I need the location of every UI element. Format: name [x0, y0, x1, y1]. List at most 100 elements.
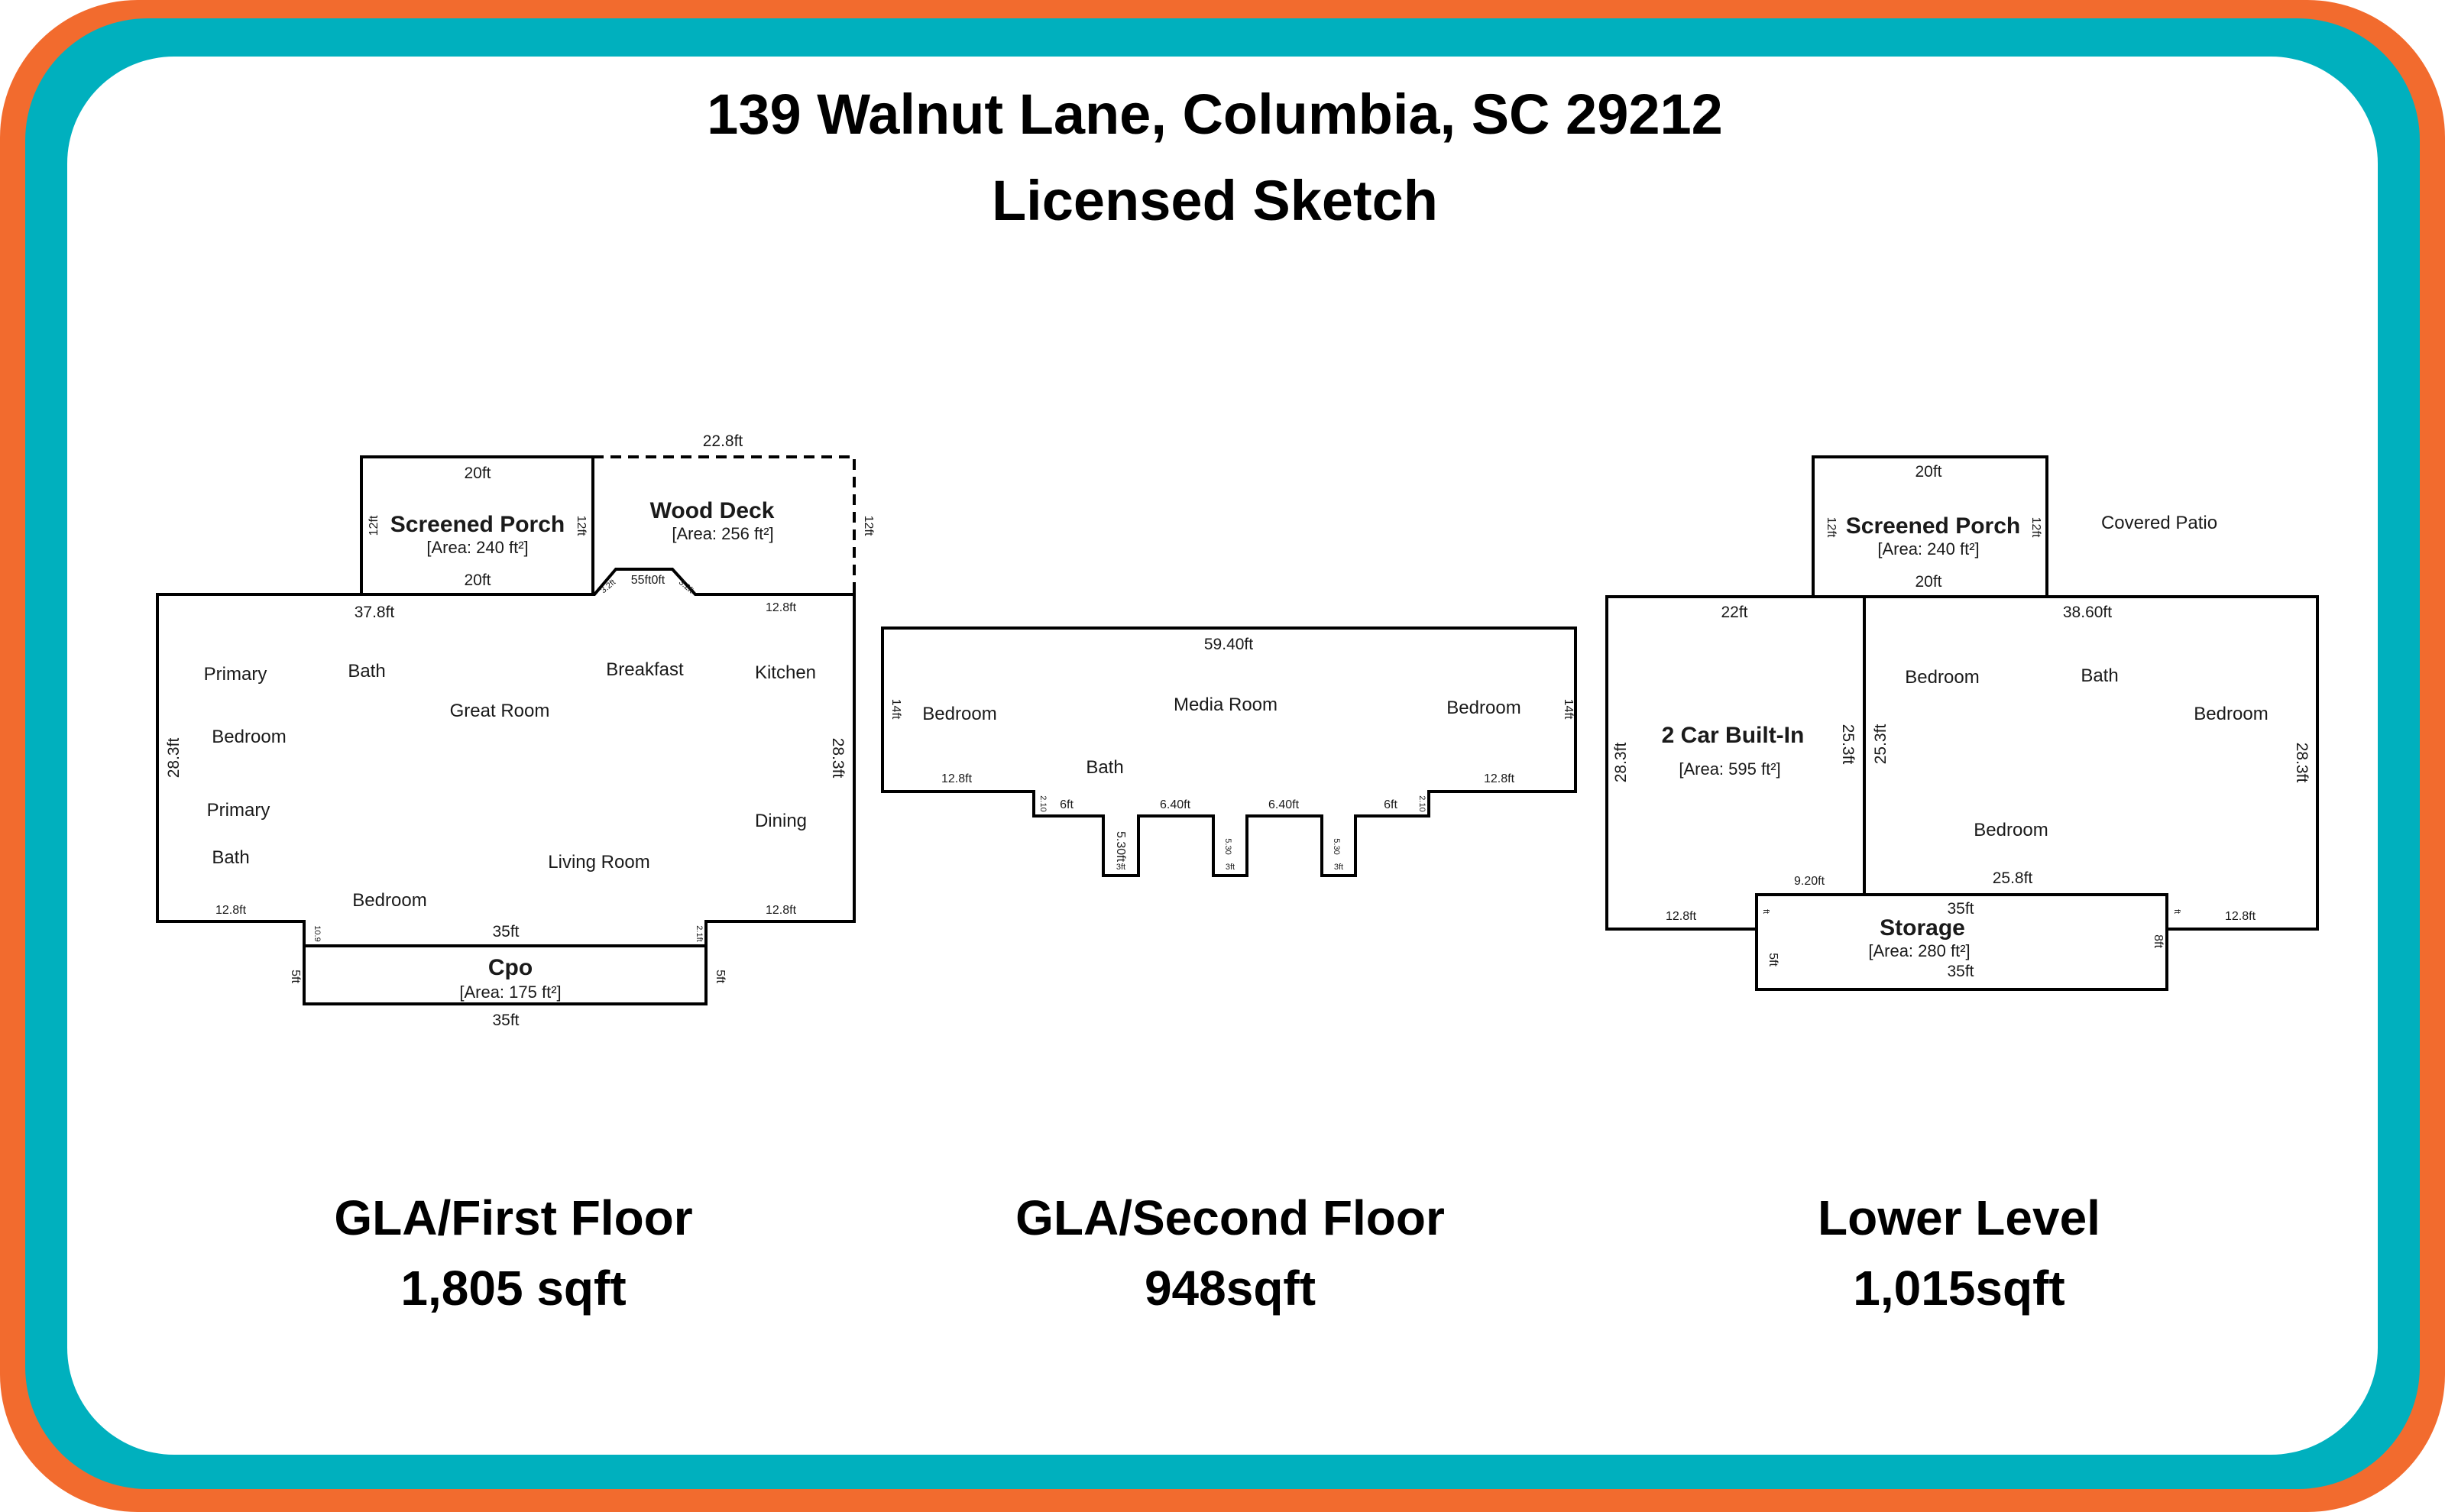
- dim-label: 10.9: [313, 925, 322, 941]
- room-label: Bath: [1086, 757, 1123, 778]
- lower-level-area: 1,015sqft: [1853, 1261, 2064, 1316]
- room-label: Bedroom: [1446, 698, 1520, 718]
- cpo-outline: [303, 944, 708, 1005]
- room-label: Storage: [1880, 915, 1965, 941]
- room-label: Bedroom: [1905, 667, 1979, 688]
- room-label: Bath: [348, 661, 385, 682]
- storage-outline: [1755, 893, 2168, 991]
- second-floor-outline: [881, 626, 1577, 877]
- dim-label: 25.3ft: [1839, 724, 1857, 765]
- dim-label: 38.60ft: [2063, 604, 2112, 621]
- dim-label: 6ft: [1384, 798, 1397, 811]
- second-floor-caption: GLA/Second Floor: [1015, 1190, 1445, 1245]
- dim-label: 22ft: [1721, 604, 1747, 621]
- room-label: Primary: [204, 664, 267, 685]
- room-label: Great Room: [450, 701, 550, 721]
- dim-label: 2.1ft: [695, 925, 704, 941]
- dim-label: 22.8ft: [703, 432, 743, 450]
- dim-label: 2.10: [1038, 795, 1048, 811]
- room-label: Bedroom: [1974, 820, 2048, 840]
- dim-label: 3ft: [1226, 863, 1235, 872]
- dim-label: ft: [2172, 909, 2181, 914]
- second-floor-plan: 59.40ft 14ft 14ft Bedroom Media Room Bed…: [881, 626, 1577, 877]
- dim-label: 20ft: [464, 571, 491, 589]
- lower-level-caption: Lower Level: [1818, 1190, 2100, 1245]
- dim-label: 8ft: [2152, 934, 2165, 948]
- dim-label: 28.3ft: [1612, 743, 1630, 783]
- room-label: Bedroom: [212, 727, 286, 747]
- room-label: Bedroom: [352, 890, 426, 911]
- dim-label: ft: [1761, 909, 1770, 914]
- dim-label: 12.8ft: [941, 772, 973, 785]
- dim-label: 20ft: [464, 465, 491, 482]
- dim-label: 28.3ft: [829, 738, 847, 779]
- room-label: Bath: [212, 847, 249, 868]
- lower-level-plan: 20ft Screened Porch [Area: 240 ft²] 20ft…: [1605, 455, 2319, 991]
- dim-label: 12.8ft: [1484, 772, 1515, 785]
- dim-label: 37.8ft: [355, 604, 395, 621]
- dim-label: 28.3ft: [165, 738, 183, 779]
- dim-label: 14ft: [889, 699, 902, 720]
- dim-label: 5ft: [714, 970, 727, 983]
- first-floor-caption: GLA/First Floor: [334, 1190, 692, 1245]
- first-floor-area: 1,805 sqft: [400, 1261, 626, 1316]
- area-label: [Area: 240 ft²]: [426, 538, 528, 557]
- area-label: [Area: 595 ft²]: [1679, 759, 1780, 779]
- dim-label: 3ft: [1334, 863, 1343, 872]
- sketch-subtitle: Licensed Sketch: [992, 169, 1438, 232]
- dim-label: 5ft: [1767, 953, 1780, 966]
- dim-label: 5ft: [289, 970, 302, 983]
- dim-label: 12ft: [575, 516, 588, 536]
- area-label: [Area: 240 ft²]: [1877, 539, 1979, 559]
- dim-label: 5.30: [1332, 838, 1341, 854]
- dim-label: 55ft0ft: [631, 574, 665, 587]
- first-floor-plan: 20ft Screened Porch [Area: 240 ft²] 20ft…: [156, 432, 875, 1029]
- wood-deck-outline: [593, 455, 856, 594]
- dim-label: 5.30ft: [1114, 831, 1127, 863]
- dim-label: 35ft: [1947, 900, 1974, 918]
- room-label: Wood Deck: [650, 498, 775, 523]
- room-label: Bedroom: [922, 704, 996, 724]
- dim-label: 14ft: [1562, 699, 1575, 720]
- room-label: Bath: [2081, 665, 2118, 686]
- dim-label: 12.8ft: [766, 601, 797, 614]
- dim-label: 9.20ft: [1794, 875, 1825, 888]
- dim-label: 6ft: [1060, 798, 1074, 811]
- dim-label: 25.8ft: [1993, 869, 2033, 887]
- second-floor-area: 948sqft: [1145, 1261, 1316, 1316]
- dim-label: 59.40ft: [1204, 636, 1253, 653]
- area-label: [Area: 256 ft²]: [672, 524, 773, 543]
- room-label: Living Room: [548, 852, 649, 873]
- room-label: Kitchen: [755, 662, 816, 683]
- dim-label: 5.30: [1223, 838, 1232, 854]
- room-label: Covered Patio: [2101, 513, 2217, 533]
- room-label: Bedroom: [2194, 704, 2268, 724]
- dim-label: 3ft: [1116, 863, 1125, 872]
- dim-label: 12.8ft: [215, 904, 247, 917]
- room-label: Cpo: [488, 955, 533, 980]
- address-title: 139 Walnut Lane, Columbia, SC 29212: [707, 83, 1723, 146]
- dim-label: 35ft: [1947, 963, 1974, 980]
- room-label: Screened Porch: [390, 512, 565, 537]
- area-label: [Area: 175 ft²]: [459, 983, 561, 1002]
- dim-label: 20ft: [1915, 463, 1941, 481]
- dim-label: 12ft: [1825, 517, 1838, 538]
- dim-label: 12.8ft: [1666, 910, 1697, 923]
- dim-label: 35ft: [492, 923, 519, 941]
- room-label: Screened Porch: [1846, 513, 2020, 539]
- dim-label: 12ft: [2029, 517, 2042, 538]
- dim-label: 3.2ft: [599, 578, 617, 595]
- dim-label: 12.8ft: [2225, 910, 2256, 923]
- area-label: [Area: 280 ft²]: [1868, 941, 1970, 960]
- sketch-panel: [67, 57, 2378, 1455]
- room-label: Media Room: [1174, 694, 1278, 715]
- dim-label: 35ft: [492, 1012, 519, 1029]
- dim-label: 12ft: [368, 515, 381, 536]
- room-label: Dining: [755, 811, 807, 831]
- dim-label: 6.40ft: [1160, 798, 1191, 811]
- room-label: 2 Car Built-In: [1662, 723, 1805, 748]
- screened-porch-outline: [360, 455, 594, 596]
- room-label: Primary: [207, 800, 270, 821]
- dim-label: 20ft: [1915, 573, 1941, 591]
